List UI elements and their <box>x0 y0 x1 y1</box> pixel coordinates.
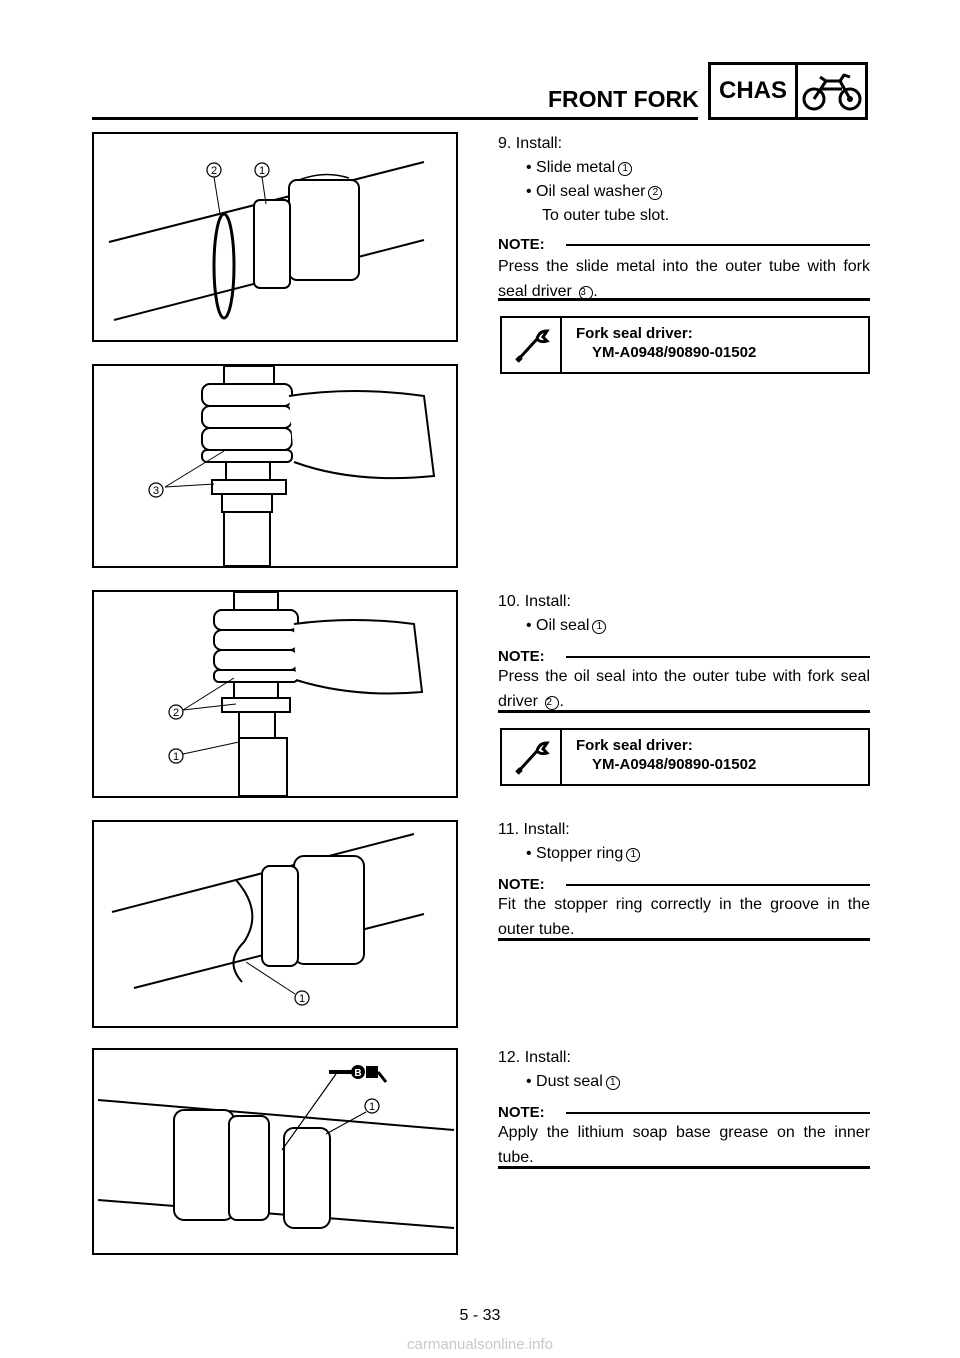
note-text: Press the oil seal into the outer tube w… <box>498 668 870 710</box>
ref-1: 1 <box>618 162 633 176</box>
note-rule <box>566 884 870 886</box>
header-rule <box>92 117 698 120</box>
grease-label: B <box>354 1068 361 1079</box>
tool-label: Fork seal driver: <box>576 737 693 754</box>
section-label: CHAS <box>711 65 798 117</box>
note-label: NOTE: <box>498 1104 545 1121</box>
note-end-rule <box>498 710 870 713</box>
figure-oil-seal-install: 2 1 <box>92 590 458 798</box>
note-label: NOTE: <box>498 648 545 665</box>
tool-label: Fork seal driver: <box>576 325 693 342</box>
step-10-heading: 10. Install: <box>498 593 571 610</box>
ref-1: 1 <box>626 848 641 862</box>
tool-part-number: YM-A0948/90890-01502 <box>592 756 757 773</box>
callout-3: 3 <box>153 485 159 497</box>
page-number: 5 - 33 <box>459 1307 501 1324</box>
ref-2: 2 <box>545 696 560 710</box>
callout-1: 1 <box>259 165 265 177</box>
step-12-heading: 12. Install: <box>498 1049 571 1066</box>
step-9-heading: 9. Install: <box>498 135 563 152</box>
wrench-icon <box>502 318 562 372</box>
ref-2: 2 <box>648 186 663 200</box>
page-title: FRONT FORK <box>548 86 699 112</box>
figure-dust-seal-install: B 1 <box>92 1048 458 1255</box>
figure-slide-metal-install: 2 1 <box>92 132 458 342</box>
callout-1: 1 <box>173 751 179 763</box>
callout-1: 1 <box>369 1101 375 1113</box>
callout-2: 2 <box>211 165 217 177</box>
note-text: Fit the stopper ring correctly in the gr… <box>498 896 870 938</box>
figure-fork-seal-driver: 3 <box>92 364 458 568</box>
note-rule <box>566 1112 870 1114</box>
tool-part-number: YM-A0948/90890-01502 <box>592 344 757 361</box>
callout-1: 1 <box>299 993 305 1005</box>
grease-icon <box>351 1065 365 1079</box>
ref-1: 1 <box>605 1076 620 1090</box>
motorcycle-icon <box>798 65 865 117</box>
note-end-rule <box>498 298 870 301</box>
step-11-heading: 11. Install: <box>498 821 570 838</box>
note-end-rule <box>498 1166 870 1169</box>
figure-stopper-ring-install: 1 <box>92 820 458 1028</box>
wrench-icon <box>502 730 562 784</box>
note-label: NOTE: <box>498 876 545 893</box>
tool-spec-box: Fork seal driver: YM-A0948/90890-01502 <box>500 728 870 786</box>
step-9-subtext: To outer tube slot. <box>542 207 670 224</box>
tool-spec-box: Fork seal driver: YM-A0948/90890-01502 <box>500 316 870 374</box>
note-label: NOTE: <box>498 236 545 253</box>
note-text: Apply the lithium soap base grease on th… <box>498 1124 870 1166</box>
ref-1: 1 <box>592 620 607 634</box>
note-end-rule <box>498 938 870 941</box>
watermark: carmanualsonline.info <box>407 1336 553 1353</box>
note-rule <box>566 656 870 658</box>
note-rule <box>566 244 870 246</box>
section-badge: CHAS <box>708 62 868 120</box>
note-text: Press the slide metal into the outer tub… <box>498 258 870 300</box>
callout-2: 2 <box>173 707 179 719</box>
